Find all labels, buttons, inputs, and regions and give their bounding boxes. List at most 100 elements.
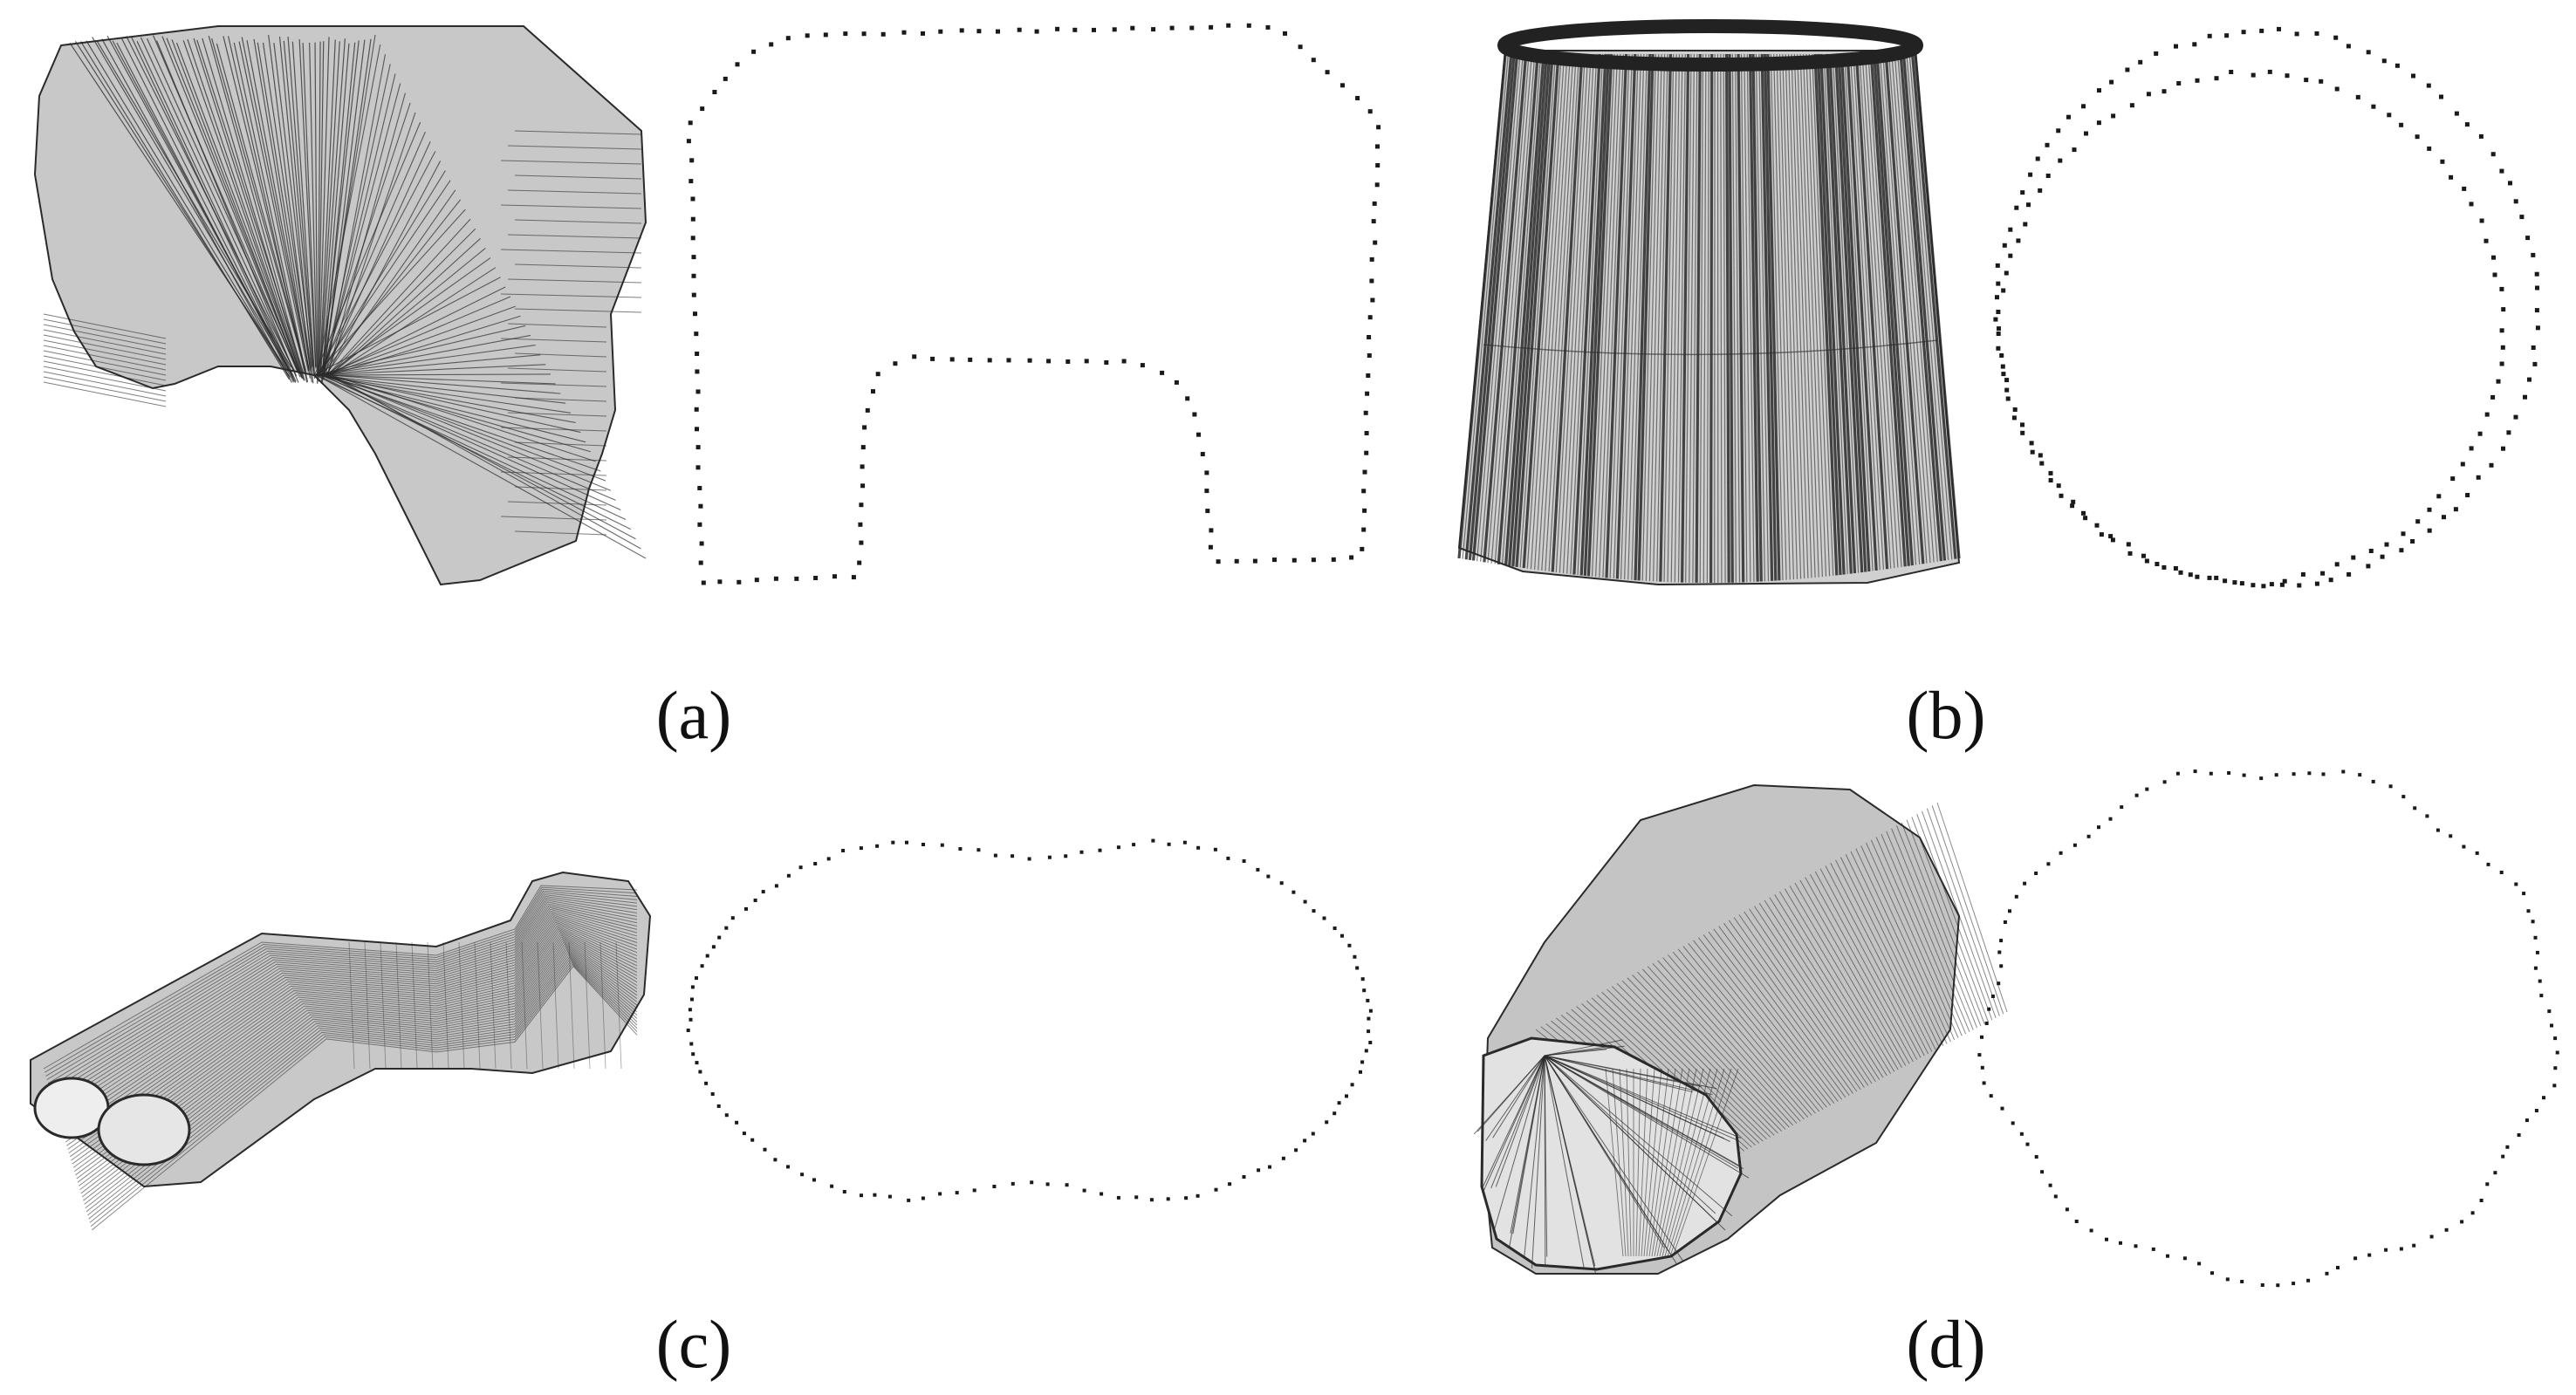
fan-edge [1643,1068,1662,1257]
contour-point [2465,493,2470,497]
contour-point [2351,555,2356,560]
mesh-edge [1641,53,1656,581]
mesh-edge [507,501,607,506]
mesh-edge [325,54,387,376]
contour-point [2534,271,2539,277]
contour-point [1303,1139,1307,1143]
panel-label-a: (a) [656,677,732,753]
mesh-edge [1677,948,1816,1114]
contour-point [1283,31,1287,36]
contour-point [690,997,694,1002]
contour-point [2002,243,2007,248]
mesh-edge [1779,891,1892,1074]
fan-edge [1495,1055,1545,1187]
contour-point [2371,104,2376,109]
contour-point [1205,509,1210,514]
mesh-edge [1579,53,1607,576]
mesh-edge [89,961,638,1223]
contour-point [2074,1220,2079,1223]
mesh-edge [458,941,465,1070]
contour-point [2240,1280,2244,1283]
contour-point [1999,939,2004,943]
fan-edge [1544,1055,1702,1087]
fan-edge [1667,1068,1725,1257]
mesh-edge [411,941,418,1070]
contour-point [2001,372,2006,377]
mesh-edge [514,441,607,447]
mesh-edge [268,34,312,383]
contour-point [1349,555,1354,560]
panel-label-d: (d) [1907,1306,1986,1382]
mesh-edge [1799,53,1819,578]
contour-point [2040,1170,2045,1174]
mesh-edge [1615,53,1637,579]
contour-point [1333,1111,1337,1116]
mesh-edge [1674,53,1683,583]
fan-edge [1510,1055,1545,1234]
contour-point [2011,415,2017,421]
mesh-edge [59,912,638,1125]
mesh-edge [1611,986,1767,1140]
mesh-edge [315,345,536,376]
fan-edge [1544,1055,1716,1214]
mesh-edge [1805,53,1827,577]
mesh-edge [283,40,315,372]
contour-point [2046,862,2051,866]
contour-point [1196,845,1201,850]
contour-point [1208,544,1213,550]
mesh-edge [101,38,292,383]
mesh-edge [1770,53,1784,581]
mesh-edge [1511,53,1552,567]
mesh-edge [1744,911,1865,1088]
contour-point [2500,345,2505,350]
mesh-edge [1637,53,1655,581]
tube-opening-right [97,1093,191,1166]
contour-point [2334,562,2340,567]
extruded-arch-mesh [33,25,647,586]
contour-point [2003,920,2007,924]
mesh-edge [322,83,401,376]
contour-point [717,579,723,585]
mesh-edge [316,354,541,376]
contour-point [1337,1101,1341,1105]
mesh-edge [156,40,299,383]
mesh-edge [1791,53,1809,578]
contour-point [2178,570,2183,575]
contour-point [2020,190,2025,195]
contour-point [860,445,866,450]
mesh-edge [1911,53,1957,559]
contour-point [2334,86,2340,92]
contour-point [2182,1256,2187,1261]
contour-point [744,906,748,911]
mesh-edge [1653,53,1666,582]
contour-point [763,1147,767,1152]
contour-point [2111,113,2116,119]
contour-point [1185,396,1190,401]
contour-point [2388,784,2393,789]
mesh-edge [1834,53,1864,573]
contour-point [2355,94,2360,99]
contour-point [1993,317,1998,322]
contour-point [996,29,1000,34]
bent-double-tube-mesh [30,871,652,1231]
mesh-edge [1522,53,1560,569]
contour-point [2014,894,2018,899]
contour-point [2038,188,2043,193]
mesh-edge [514,352,607,358]
mesh-edge [72,932,638,1165]
mesh-edge [1797,53,1816,578]
contour-point [959,28,964,33]
contour-point [2394,63,2400,68]
contour-point [912,354,917,359]
mesh-edge [1663,53,1675,582]
contour-point [1370,297,1375,303]
contour-point [695,427,699,432]
contour-point [2048,478,2053,482]
contour-point [2353,1256,2358,1261]
contour-point [2486,862,2490,866]
contour-point [1345,1094,1348,1098]
mesh-edge [505,941,512,1070]
contour-point [2314,31,2319,36]
fan-edge [1531,1055,1545,1268]
